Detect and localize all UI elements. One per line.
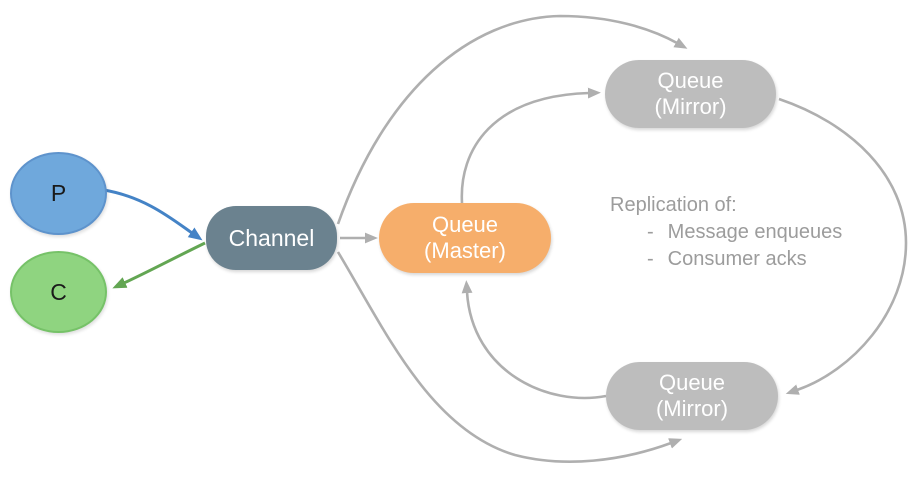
- node-queue-master: Queue (Master): [379, 203, 551, 273]
- annotation-item-text: Consumer acks: [667, 248, 807, 270]
- producer-label: P: [50, 180, 67, 206]
- arrow-producer-to-channel: [103, 188, 203, 241]
- node-queue-mirror-bottom: Queue (Mirror): [606, 362, 778, 430]
- annotation-heading: Replication of:: [610, 194, 737, 216]
- annotation-item: - Message enqueues: [610, 219, 910, 246]
- arrow-channel-to-top-mirror: [336, 14, 688, 225]
- queue-mirror-bottom-title: Queue: [658, 370, 726, 395]
- arrow-bottom-mirror-to-master: [461, 280, 607, 400]
- queue-mirror-bottom-subtitle: (Mirror): [655, 396, 729, 421]
- node-channel: Channel: [206, 206, 337, 270]
- arrow-channel-to-bottom-mirror: [336, 251, 683, 463]
- node-queue-mirror-top: Queue (Mirror): [605, 60, 776, 128]
- arrow-top-mirror-to-bottom-mirror: [778, 97, 908, 395]
- consumer-label: C: [50, 278, 67, 305]
- queue-master-subtitle: (Master): [424, 238, 506, 263]
- queue-mirror-top-title: Queue: [657, 68, 724, 93]
- arrow-channel-to-consumer: [112, 241, 206, 289]
- arrow-master-to-top-mirror: [460, 87, 601, 204]
- bullet-dash: -: [647, 248, 654, 270]
- bullet-dash: -: [647, 221, 654, 243]
- annotation-item-text: Message enqueues: [667, 221, 843, 243]
- annotation-item: - Consumer acks: [610, 246, 910, 273]
- replication-annotation: Replication of: - Message enqueues - Con…: [610, 192, 910, 273]
- node-consumer: C: [10, 251, 107, 333]
- node-producer: P: [10, 152, 107, 235]
- queue-mirror-top-subtitle: (Mirror): [654, 94, 727, 119]
- channel-label: Channel: [228, 224, 315, 251]
- queue-master-title: Queue: [431, 212, 499, 237]
